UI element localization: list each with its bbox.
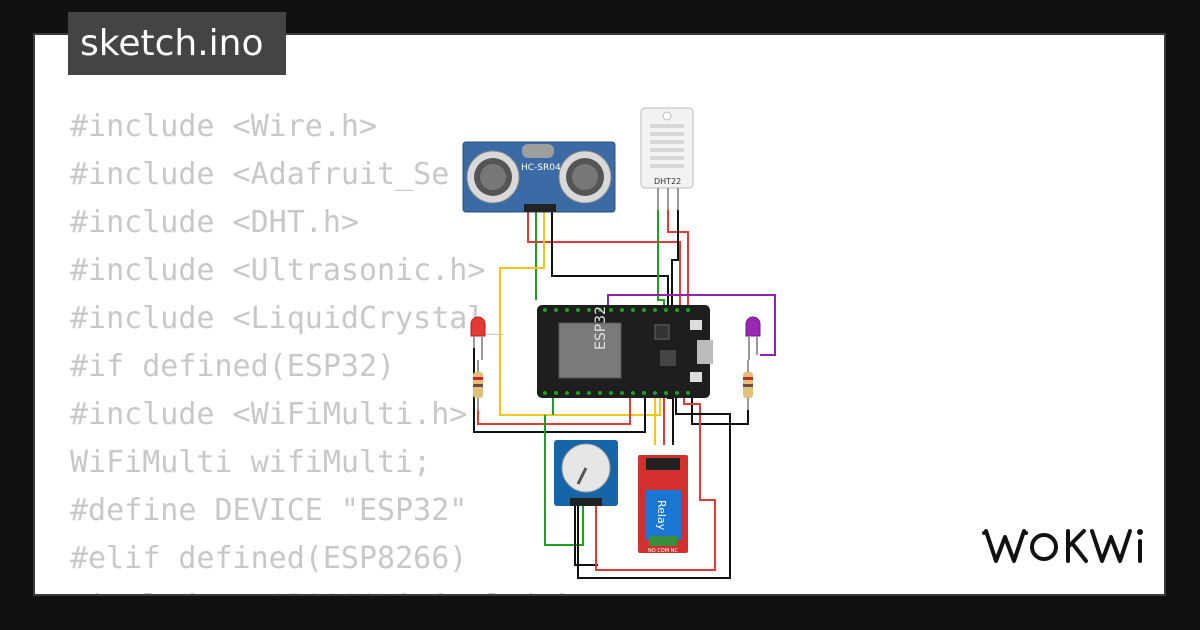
potentiometer[interactable] xyxy=(554,440,618,506)
wokwi-logo xyxy=(978,521,1148,575)
red-led[interactable] xyxy=(470,316,486,360)
right-resistor xyxy=(743,360,753,410)
wokwi-logo-mark xyxy=(982,529,1143,563)
code-line: #elif defined(ESP8266) xyxy=(70,541,468,576)
code-line: #include <Ultrasonic.h> xyxy=(70,253,486,288)
ultrasonic-sensor[interactable]: HC-SR04 xyxy=(462,141,616,213)
dht22-label: DHT22 xyxy=(654,177,681,186)
relay-module[interactable]: Relay NO COM NC xyxy=(638,455,688,554)
dht22-sensor[interactable]: DHT22 xyxy=(640,107,694,210)
code-line: #include <ESP8266WiFiMulti.h> xyxy=(70,583,594,594)
code-line: #if defined(ESP32) xyxy=(70,349,396,384)
purple-led[interactable] xyxy=(745,316,761,360)
code-line: #include <DHT.h> xyxy=(70,205,359,240)
esp32-label: ESP32 xyxy=(593,306,609,350)
relay-terminal-label: NO COM NC xyxy=(648,548,678,554)
code-line: #include <LiquidCrystal_ xyxy=(70,301,504,336)
code-line: #include <WiFiMulti.h> xyxy=(70,397,468,432)
code-line: #define DEVICE "ESP32" xyxy=(70,493,468,528)
left-resistor xyxy=(473,360,483,410)
code-preview: #include <Wire.h> #include <Adafruit_Se #i… xyxy=(70,103,594,594)
file-tab[interactable]: sketch.ino xyxy=(68,12,286,75)
code-line: WiFiMulti wifiMulti; xyxy=(70,445,432,480)
relay-label: Relay xyxy=(655,500,668,531)
code-line: #include <Adafruit_Se xyxy=(70,157,450,192)
code-line: #include <Wire.h> xyxy=(70,109,378,144)
esp32-board[interactable]: ESP32 xyxy=(537,305,713,398)
ultrasonic-label: HC-SR04 xyxy=(521,163,561,173)
